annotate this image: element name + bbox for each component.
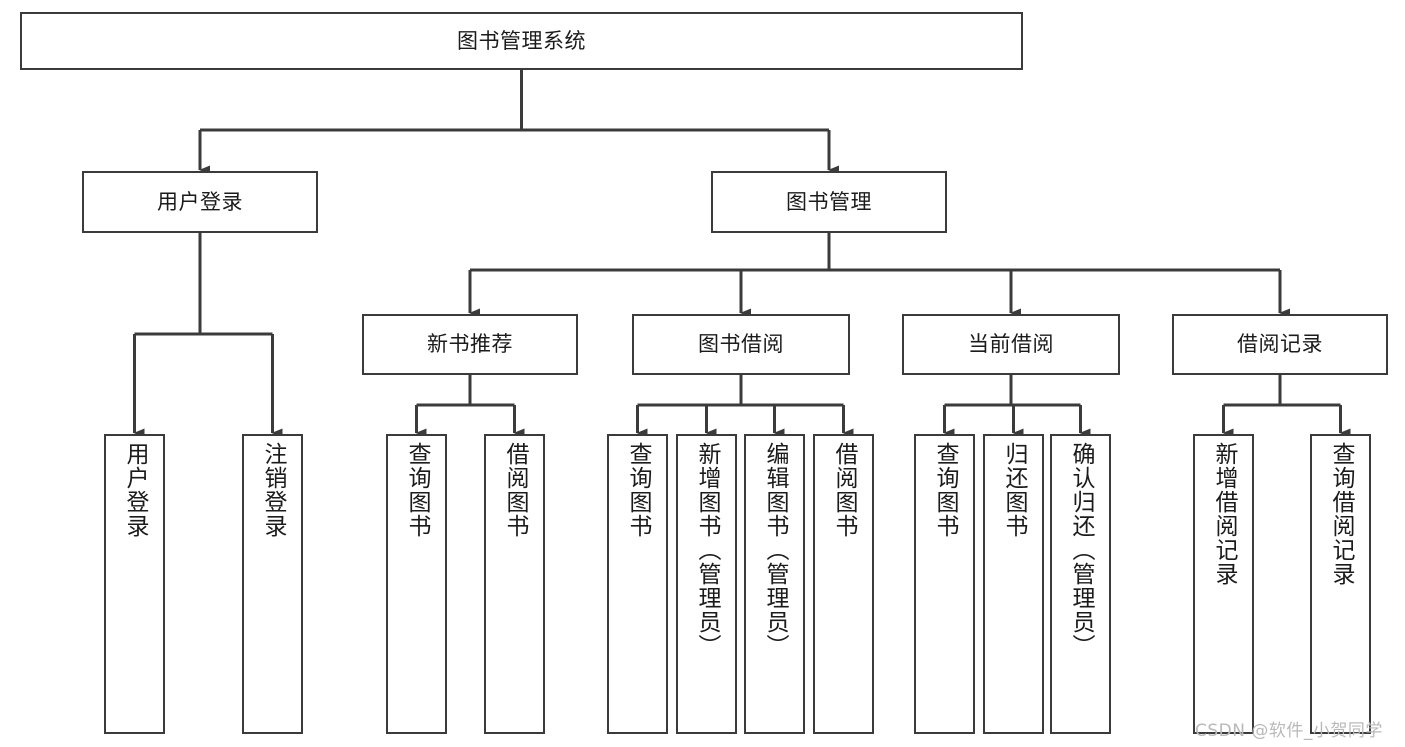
csdn-watermark: CSDN @软件_小贺同学: [1195, 721, 1383, 741]
node-label: 归还图书: [1001, 442, 1027, 538]
node-label: 借阅图书: [502, 442, 528, 538]
node-label: 新书推荐: [427, 332, 513, 357]
node-label: 当前借阅: [968, 332, 1054, 357]
node-new-book-recommend[interactable]: 新书推荐: [362, 314, 578, 375]
node-label: 确认归还（管理员）: [1068, 442, 1094, 658]
node-label: 新增借阅记录: [1211, 442, 1237, 586]
node-leaf-query-book-current[interactable]: 查询图书: [914, 434, 975, 734]
node-leaf-borrow-book[interactable]: 借阅图书: [813, 434, 874, 734]
node-label: 查询图书: [625, 442, 651, 538]
node-leaf-add-borrow-record[interactable]: 新增借阅记录: [1193, 434, 1254, 734]
node-book-management[interactable]: 图书管理: [711, 171, 947, 233]
node-label: 查询图书: [404, 442, 430, 538]
node-root[interactable]: 图书管理系统: [20, 12, 1023, 70]
node-label: 查询图书: [932, 442, 958, 538]
node-leaf-user-login[interactable]: 用户登录: [104, 434, 165, 734]
node-borrow-records[interactable]: 借阅记录: [1172, 314, 1388, 375]
node-label: 注销登录: [260, 442, 286, 538]
node-label: 新增图书（管理员）: [694, 442, 720, 658]
node-leaf-borrow-book-recommend[interactable]: 借阅图书: [484, 434, 545, 734]
node-book-borrow[interactable]: 图书借阅: [632, 314, 850, 375]
node-label: 编辑图书（管理员）: [762, 442, 788, 658]
node-label: 图书管理: [786, 189, 872, 214]
node-label: 借阅记录: [1237, 332, 1323, 357]
node-leaf-query-book-borrow[interactable]: 查询图书: [607, 434, 668, 734]
node-leaf-query-book-recommend[interactable]: 查询图书: [386, 434, 447, 734]
node-label: 用户登录: [122, 442, 148, 538]
node-leaf-add-book-admin[interactable]: 新增图书（管理员）: [676, 434, 737, 734]
node-leaf-user-logout[interactable]: 注销登录: [242, 434, 303, 734]
node-user-login[interactable]: 用户登录: [82, 171, 318, 233]
node-label: 借阅图书: [831, 442, 857, 538]
node-leaf-edit-book-admin[interactable]: 编辑图书（管理员）: [744, 434, 805, 734]
node-leaf-confirm-return-admin[interactable]: 确认归还（管理员）: [1050, 434, 1111, 734]
node-label: 用户登录: [157, 189, 243, 214]
node-leaf-return-book[interactable]: 归还图书: [983, 434, 1044, 734]
node-current-borrow[interactable]: 当前借阅: [902, 314, 1120, 375]
node-label: 查询借阅记录: [1328, 442, 1354, 586]
node-leaf-query-borrow-record[interactable]: 查询借阅记录: [1310, 434, 1371, 734]
node-label: 图书借阅: [698, 332, 784, 357]
node-label: 图书管理系统: [457, 28, 586, 53]
